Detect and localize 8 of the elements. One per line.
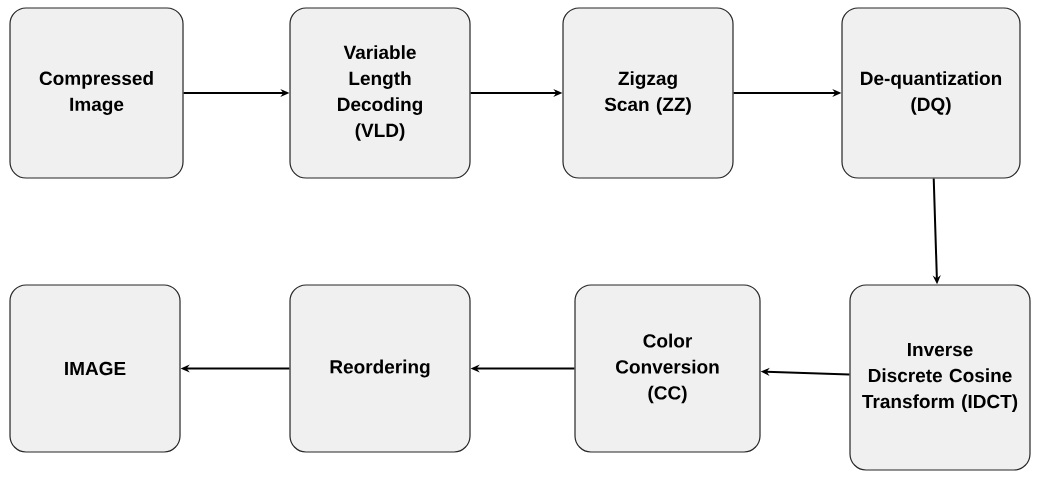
process-box: IMAGE	[9, 284, 181, 453]
process-box: Inverse Discrete Cosine Transform (IDCT)	[849, 284, 1031, 471]
process-box: Color Conversion (CC)	[574, 284, 761, 453]
process-box: Compressed Image	[9, 7, 184, 179]
process-box: De-quantization (DQ)	[841, 7, 1021, 179]
process-box: Reordering	[289, 284, 471, 453]
process-box: Variable Length Decoding (VLD)	[289, 7, 471, 179]
process-box: Zigzag Scan (ZZ)	[562, 7, 734, 179]
